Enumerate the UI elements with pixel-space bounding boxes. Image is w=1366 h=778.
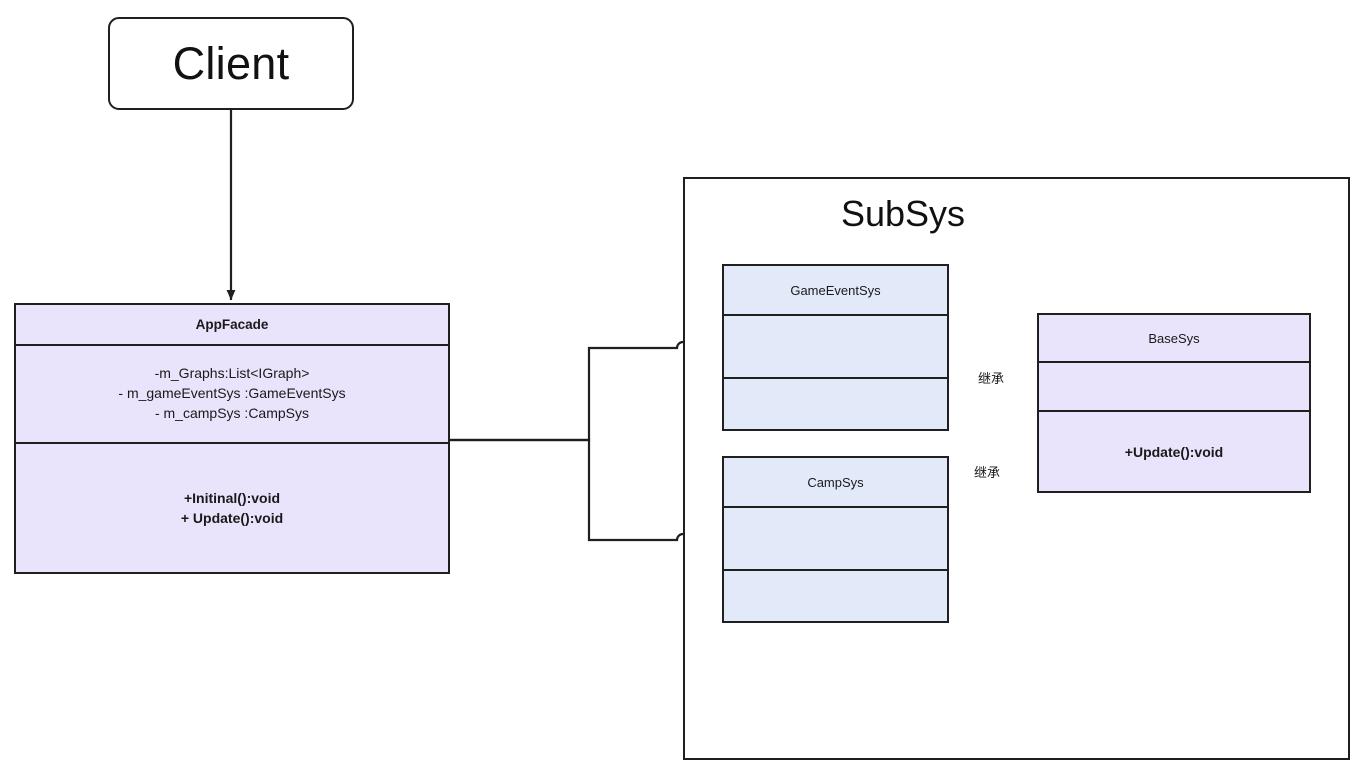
- gameeventsys-class-name: GameEventSys: [790, 282, 881, 298]
- appfacade-class-name: AppFacade: [195, 317, 269, 332]
- appfacade-operation: +Initinal():void: [183, 489, 281, 506]
- basesys-class-name: BaseSys: [1148, 330, 1200, 346]
- appfacade-attribute: - m_campSys :CampSys: [154, 404, 310, 421]
- appfacade-operations-compartment: +Initinal():void + Update():void: [16, 442, 448, 572]
- campsys-attributes-compartment: [724, 506, 947, 569]
- basesys-operation: +Update():void: [1124, 443, 1224, 460]
- basesys-node[interactable]: BaseSys +Update():void: [1037, 313, 1311, 493]
- appfacade-attribute: - m_gameEventSys :GameEventSys: [118, 385, 346, 402]
- appfacade-title-compartment: AppFacade: [16, 305, 448, 344]
- appfacade-operation: + Update():void: [180, 510, 284, 526]
- campsys-class-name: CampSys: [807, 474, 864, 490]
- client-node[interactable]: Client: [108, 17, 354, 110]
- gameeventsys-node[interactable]: GameEventSys: [722, 264, 949, 431]
- campsys-operations-compartment: [724, 569, 947, 621]
- edge-appfacade-to-campsys: [450, 438, 720, 545]
- appfacade-node[interactable]: AppFacade -m_Graphs:List<IGraph> - m_gam…: [14, 303, 450, 574]
- campsys-node[interactable]: CampSys: [722, 456, 949, 623]
- gameeventsys-operations-compartment: [724, 377, 947, 429]
- appfacade-attributes-compartment: -m_Graphs:List<IGraph> - m_gameEventSys …: [16, 344, 448, 442]
- edge-label-inheritance-campsys: 继承: [974, 465, 1001, 480]
- gameeventsys-title-compartment: GameEventSys: [724, 266, 947, 314]
- basesys-operations-compartment: +Update():void: [1039, 410, 1309, 491]
- gameeventsys-attributes-compartment: [724, 314, 947, 377]
- edge-label-inheritance-gameeventsys: 继承: [978, 371, 1005, 386]
- basesys-title-compartment: BaseSys: [1039, 315, 1309, 361]
- basesys-attributes-compartment: [1039, 361, 1309, 410]
- subsys-title: SubSys: [840, 193, 966, 234]
- appfacade-attribute: -m_Graphs:List<IGraph>: [154, 365, 310, 382]
- campsys-title-compartment: CampSys: [724, 458, 947, 506]
- edge-appfacade-to-gameeventsys: [450, 340, 720, 442]
- client-label: Client: [172, 38, 290, 89]
